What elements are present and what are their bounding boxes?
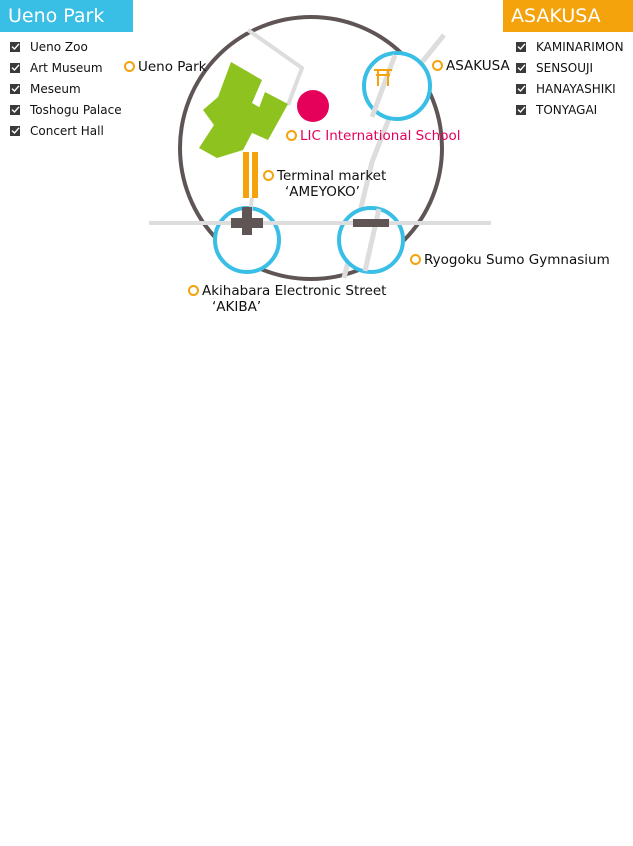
check-icon xyxy=(516,104,526,115)
check-icon xyxy=(10,62,20,73)
list-item: TONYAGAI xyxy=(503,99,633,120)
torii-gate-icon xyxy=(374,69,392,86)
akihabara-cross-v xyxy=(242,207,252,235)
check-icon xyxy=(516,62,526,73)
location-marker-icon xyxy=(410,254,421,265)
location-marker-icon xyxy=(124,61,135,72)
asakusa-header: ASAKUSA xyxy=(503,0,633,32)
ameyoko-bar-left xyxy=(243,152,249,198)
location-marker-icon xyxy=(188,285,199,296)
list-item: Ueno Zoo xyxy=(0,36,133,57)
loop-line xyxy=(178,15,444,281)
lic-school-label: LIC International School xyxy=(286,128,461,144)
terminal-market-label: Terminal market ‘AMEYOKO’ xyxy=(263,168,386,200)
ueno-park-header: Ueno Park xyxy=(0,0,133,32)
ueno-park-panel: Ueno Park Ueno Zoo Art Museum Meseum Tos… xyxy=(0,0,133,141)
check-icon xyxy=(516,41,526,52)
list-item: Toshogu Palace xyxy=(0,99,133,120)
ueno-park-list: Ueno Zoo Art Museum Meseum Toshogu Palac… xyxy=(0,36,133,141)
asakusa-label: ASAKUSA xyxy=(432,58,510,74)
rail-segment xyxy=(369,54,398,118)
asakusa-panel: ASAKUSA KAMINARIMON SENSOUJI HANAYASHIKI… xyxy=(503,0,633,120)
list-item-label: TONYAGAI xyxy=(536,102,598,117)
list-item: Concert Hall xyxy=(0,120,133,141)
list-item-label: SENSOUJI xyxy=(536,60,594,75)
check-icon xyxy=(10,125,20,136)
lic-school-dot xyxy=(297,90,329,122)
list-item: Art Museum xyxy=(0,57,133,78)
akihabara-label: Akihabara Electronic Street ‘AKIBA’ xyxy=(188,283,386,315)
ueno-park-area xyxy=(199,62,264,158)
area-map xyxy=(149,15,491,281)
terminal-market-sublabel: ‘AMEYOKO’ xyxy=(285,184,360,200)
location-marker-icon xyxy=(432,60,443,71)
list-item-label: Toshogu Palace xyxy=(30,102,122,117)
ryogoku-bar xyxy=(353,219,389,227)
check-icon xyxy=(10,104,20,115)
list-item: Meseum xyxy=(0,78,133,99)
list-item-label: Ueno Zoo xyxy=(30,39,88,54)
list-item-label: HANAYASHIKI xyxy=(536,81,616,96)
ryogoku-label: Ryogoku Sumo Gymnasium xyxy=(410,252,610,268)
ueno-park-area-east xyxy=(250,92,288,140)
list-item: SENSOUJI xyxy=(503,57,633,78)
asakusa-list: KAMINARIMON SENSOUJI HANAYASHIKI TONYAGA… xyxy=(503,36,633,120)
check-icon xyxy=(10,41,20,52)
list-item: HANAYASHIKI xyxy=(503,78,633,99)
akihabara-sublabel: ‘AKIBA’ xyxy=(212,299,262,315)
list-item-label: KAMINARIMON xyxy=(536,39,624,54)
location-marker-icon xyxy=(263,170,274,181)
check-icon xyxy=(516,83,526,94)
list-item-label: Concert Hall xyxy=(30,123,104,138)
check-icon xyxy=(10,83,20,94)
ueno-road xyxy=(246,28,305,106)
location-marker-icon xyxy=(286,130,297,141)
list-item: KAMINARIMON xyxy=(503,36,633,57)
list-item-label: Meseum xyxy=(30,81,81,96)
ueno-park-label: Ueno Park xyxy=(124,59,206,75)
list-item-label: Art Museum xyxy=(30,60,103,75)
ameyoko-bar-right xyxy=(252,152,258,198)
